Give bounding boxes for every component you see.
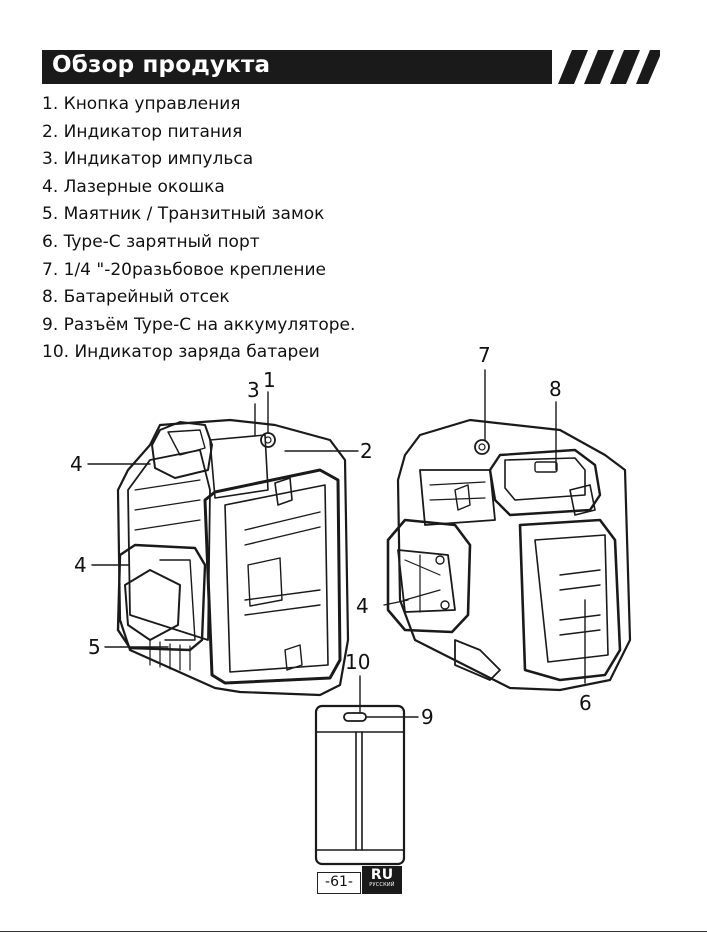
callout-8: 8 [549, 377, 562, 401]
language-code: RU [370, 867, 394, 883]
section-title: Обзор продукта [52, 52, 271, 78]
laser-level-rear-view [386, 418, 632, 692]
callout-1: 1 [263, 368, 276, 392]
language-badge: RU РУССКИЙ [362, 866, 402, 894]
title-decor-stripes [558, 50, 660, 84]
callout-10: 10 [345, 650, 371, 674]
callout-4c: 4 [356, 594, 369, 618]
callout-7: 7 [478, 343, 491, 367]
list-item: 7. 1/4 "-20разьбовое крепление [42, 259, 326, 280]
list-item: 3. Индикатор импульса [42, 149, 254, 170]
battery-pack [314, 704, 406, 866]
page-number: -61- [317, 872, 361, 894]
callout-4b: 4 [74, 553, 87, 577]
section-title-bar [42, 50, 552, 84]
callout-3: 3 [247, 378, 260, 402]
language-name: РУССКИЙ [369, 882, 395, 888]
list-item: 2. Индикатор питания [42, 121, 243, 142]
list-item: 8. Батарейный отсек [42, 287, 230, 308]
list-item: 6. Type-C зарятный порт [42, 231, 260, 252]
product-drawing [87, 369, 632, 866]
callout-2: 2 [360, 439, 373, 463]
laser-level-front-view [116, 418, 350, 697]
callout-4a: 4 [70, 452, 83, 476]
callout-6: 6 [579, 691, 592, 715]
callout-9: 9 [421, 705, 434, 729]
callout-leaders [87, 369, 586, 718]
list-item: 1. Кнопка управления [42, 94, 241, 114]
list-item: 4. Лазерные окошка [42, 176, 225, 197]
footer-divider [0, 931, 707, 932]
list-item: 5. Маятник / Транзитный замок [42, 204, 325, 225]
list-item: 10. Индикатор заряда батареи [42, 342, 320, 363]
callout-5: 5 [88, 635, 101, 659]
parts-list: 1. Кнопка управления 2. Индикатор питани… [42, 91, 355, 367]
list-item: 9. Разъём Type-C на аккумуляторе. [42, 314, 356, 335]
